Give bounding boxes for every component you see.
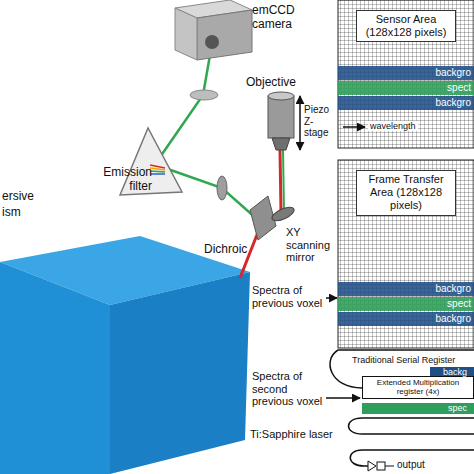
focusing-lens (190, 90, 218, 100)
register-label: Extended Multiplication register (4x) (366, 378, 470, 396)
component-label: Piezo Z-stage (304, 104, 337, 139)
frame-transfer-grid (338, 160, 474, 348)
component-label: Emission filter (92, 166, 152, 194)
serial-register (330, 350, 474, 466)
band-label: backgro (338, 312, 471, 326)
callout-label: Spectra of second previous voxel (252, 370, 324, 408)
ccd-area: Frame Transfer Area (128x128 pixels) back… (338, 160, 474, 348)
emission-filter (217, 176, 227, 200)
component-label: ism (2, 206, 21, 220)
output-label: output (397, 459, 425, 471)
pixel-band: backgro (338, 312, 474, 326)
band-label: backgro (338, 66, 471, 80)
band-label: spec (448, 403, 467, 413)
band-label: backg (443, 367, 467, 377)
output-amplifier (368, 461, 394, 471)
callout-label: Spectra of previous voxel (252, 284, 324, 309)
pixel-band: spect (338, 81, 474, 95)
pixel-band: backgro (338, 66, 474, 80)
component-label: Ti:Sapphire laser (250, 428, 333, 441)
pixel-band: backgro (338, 282, 474, 296)
emccd-camera (175, 0, 252, 60)
component-label: Objective (246, 76, 296, 90)
leader-arrow (326, 397, 360, 399)
register-label: Traditional Serial Register (352, 355, 455, 365)
multiplication-register: Extended Multiplication register (4x) (362, 376, 474, 399)
band-label: spect (338, 297, 471, 311)
component-label: Dichroic (204, 243, 247, 257)
leader-arrow (326, 297, 337, 299)
area-title: Sensor Area (128x128 pixels) (356, 10, 456, 42)
laser-body (0, 236, 250, 474)
band-label: spect (338, 81, 471, 95)
axis-label: wavelength (368, 121, 418, 131)
piezo-arrow (299, 96, 301, 150)
area-title: Frame Transfer Area (128x128 pixels) (356, 170, 456, 216)
spectrum-band (362, 403, 474, 414)
xy-scanning-mirror (270, 204, 296, 223)
wavelength-arrow (343, 126, 365, 128)
pixel-band: backgro (338, 96, 474, 110)
band-label: backgro (338, 96, 471, 110)
component-label: ersive (2, 190, 34, 204)
objective-lens (268, 92, 294, 150)
sensor-grid (338, 0, 474, 148)
component-label: emCCD camera (252, 4, 312, 32)
band-label: backgro (338, 282, 471, 296)
component-label: XY scanning mirror (286, 226, 336, 264)
pixel-band: spect (338, 297, 474, 311)
